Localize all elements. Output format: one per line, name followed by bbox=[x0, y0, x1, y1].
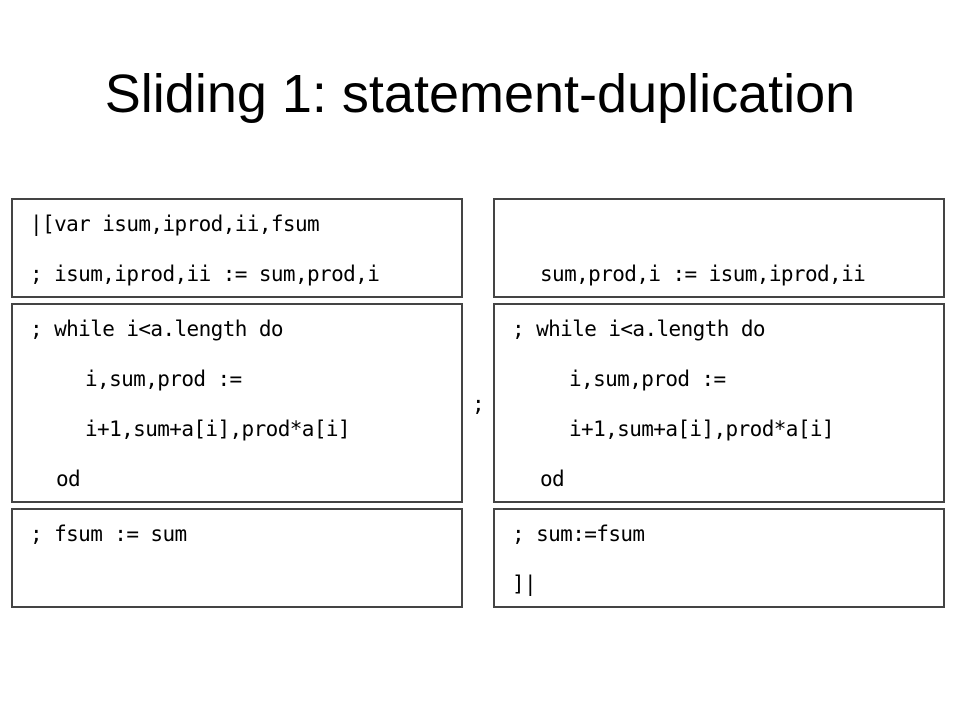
code-line: ; sum:=fsum bbox=[512, 522, 645, 546]
code-line: i+1,sum+a[i],prod*a[i] bbox=[569, 417, 835, 441]
slide-title: Sliding 1: statement-duplication bbox=[104, 64, 856, 124]
left-bottom-box bbox=[11, 508, 463, 608]
code-line: i,sum,prod := bbox=[85, 367, 242, 391]
left-middle-box bbox=[11, 303, 463, 503]
code-line: i+1,sum+a[i],prod*a[i] bbox=[85, 417, 351, 441]
code-line: od bbox=[540, 467, 565, 491]
code-line: ; while i<a.length do bbox=[512, 317, 766, 341]
code-line: i,sum,prod := bbox=[569, 367, 726, 391]
left-top-box bbox=[11, 198, 463, 298]
code-line: ; isum,iprod,ii := sum,prod,i bbox=[30, 262, 380, 286]
code-line: sum,prod,i := isum,iprod,ii bbox=[540, 262, 866, 286]
right-middle-box bbox=[493, 303, 945, 503]
right-top-box bbox=[493, 198, 945, 298]
sequence-separator: ; bbox=[472, 392, 485, 416]
right-bottom-box bbox=[493, 508, 945, 608]
code-line: od bbox=[56, 467, 81, 491]
code-line: ; while i<a.length do bbox=[30, 317, 284, 341]
code-line: |[var isum,iprod,ii,fsum bbox=[30, 212, 320, 236]
code-line: ]| bbox=[512, 572, 537, 596]
code-line: ; fsum := sum bbox=[30, 522, 187, 546]
